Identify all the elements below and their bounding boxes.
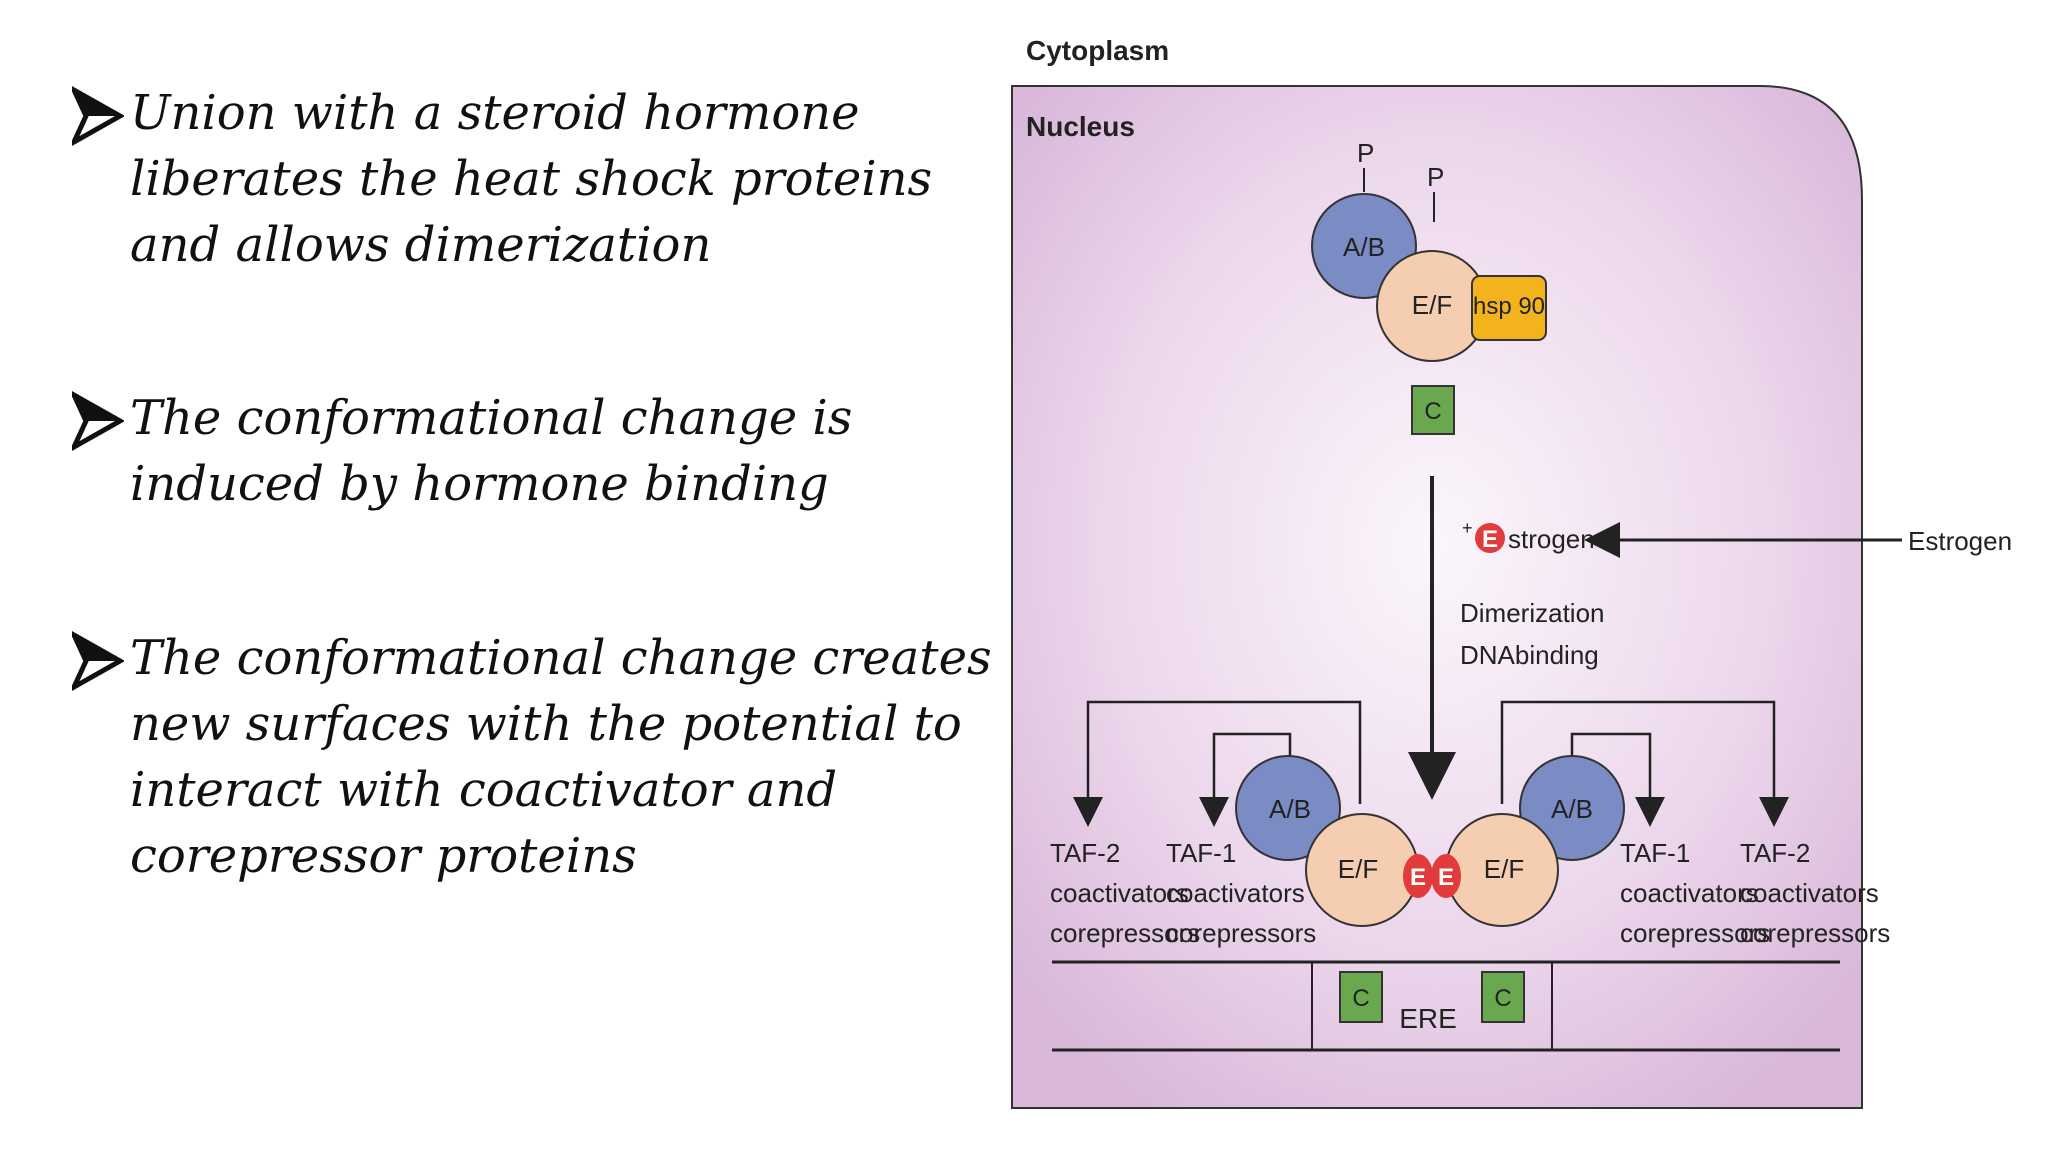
corepressors-label: corepressors <box>1740 918 1890 948</box>
nucleus-region <box>1011 85 1863 1109</box>
ab-label: A/B <box>1343 232 1385 262</box>
coactivators-label: coactivators <box>1620 878 1759 908</box>
taf2-label: TAF-2 <box>1050 838 1120 868</box>
taf1-label: TAF-1 <box>1166 838 1236 868</box>
corepressors-label: corepressors <box>1620 918 1770 948</box>
arrow-bullet-icon <box>72 631 124 691</box>
arrow-bullet-icon <box>72 86 124 146</box>
c-domain <box>1411 385 1455 435</box>
c-label: C <box>1424 398 1441 425</box>
coactivators-label: coactivators <box>1740 878 1879 908</box>
hsp90-label: hsp 90 <box>1473 293 1545 320</box>
c-domain <box>1339 971 1383 1023</box>
estrogen-ligand <box>1431 854 1461 898</box>
ef-label: E/F <box>1412 290 1452 320</box>
ef-label: E/F <box>1484 854 1524 884</box>
coactivators-label: coactivators <box>1166 878 1305 908</box>
corepressors-label: corepressors <box>1050 918 1200 948</box>
taf2-connector-right <box>1500 700 1789 827</box>
ab-domain <box>1235 755 1341 861</box>
taf2-connector-left <box>1073 700 1362 827</box>
taf1-connector-left <box>1199 732 1292 827</box>
ab-label: A/B <box>1269 794 1311 824</box>
hsp90-protein <box>1471 275 1547 341</box>
taf2-label: TAF-2 <box>1740 838 1810 868</box>
corepressors-label: corepressors <box>1166 918 1316 948</box>
estrogen-label: Estrogen <box>1908 526 2012 556</box>
coactivators-label: coactivators <box>1050 878 1189 908</box>
estrogen-badge <box>1475 523 1505 553</box>
dimerization-label: Dimerization <box>1460 598 1605 628</box>
dnabinding-label: DNAbinding <box>1460 640 1599 670</box>
e-badge-label: E <box>1438 864 1454 891</box>
nucleus-label: Nucleus <box>1026 111 1135 142</box>
bullet-text: The conformational change is induced by … <box>130 390 853 512</box>
c-label: C <box>1352 985 1369 1012</box>
bullet-text: Union with a steroid hormone liberates t… <box>130 85 933 273</box>
taf1-label: TAF-1 <box>1620 838 1690 868</box>
cytoplasm-label: Cytoplasm <box>1026 35 1169 66</box>
arrow-bullet-icon <box>72 391 124 451</box>
ef-label: E/F <box>1338 854 1378 884</box>
e-badge-label: E <box>1482 526 1498 553</box>
strogen-label: strogen <box>1508 524 1595 554</box>
estrogen-ligand <box>1403 854 1433 898</box>
ab-label: A/B <box>1551 794 1593 824</box>
plus-sign: + <box>1462 518 1473 538</box>
e-badge-label: E <box>1410 864 1426 891</box>
bullet-text: The conformational change creates new su… <box>130 630 992 884</box>
p-label: P <box>1427 162 1444 192</box>
c-domain <box>1481 971 1525 1023</box>
taf1-connector-right <box>1570 732 1665 827</box>
p-label: P <box>1357 138 1374 168</box>
c-label: C <box>1494 985 1511 1012</box>
ere-label: ERE <box>1399 1003 1457 1034</box>
